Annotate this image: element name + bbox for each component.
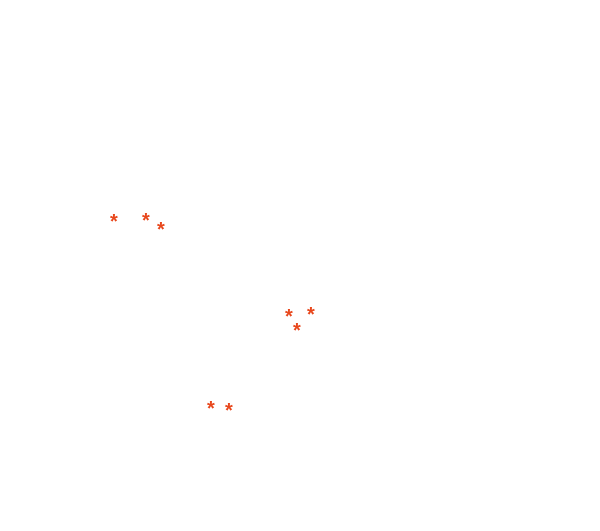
asterisk-mark: * — [285, 306, 293, 328]
asterisk-mark: * — [142, 210, 150, 232]
asterisk-mark: * — [207, 398, 215, 420]
asterisk-mark: * — [307, 304, 315, 326]
asterisk-mark: * — [157, 219, 165, 241]
asterisk-mark: * — [293, 320, 301, 342]
asterisk-mark: * — [110, 211, 118, 233]
asterisk-mark: * — [225, 400, 233, 422]
